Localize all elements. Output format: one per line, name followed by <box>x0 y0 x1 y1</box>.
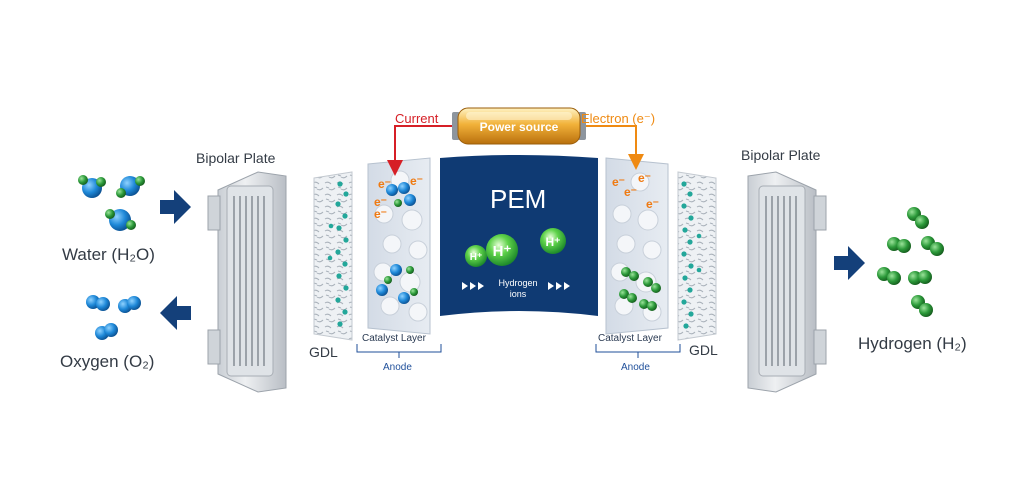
svg-text:e⁻: e⁻ <box>612 175 625 189</box>
right-electrons: e⁻ e⁻ e⁻ e⁻ <box>612 171 659 211</box>
hydrogen-label: Hydrogen (H₂) <box>858 334 967 353</box>
left-electrons: e⁻ e⁻ e⁻ e⁻ <box>374 174 423 221</box>
current-label: Current <box>395 111 439 126</box>
arrow-in-right <box>160 190 191 224</box>
electron-wire <box>578 125 644 170</box>
catalyst-water-molecules <box>376 182 418 304</box>
hydrogen-ions-label: Hydrogen ions <box>490 278 546 300</box>
svg-text:e⁻: e⁻ <box>638 171 651 185</box>
electron-label: Electron (e⁻) <box>581 111 656 126</box>
pem-membrane <box>440 155 598 316</box>
left-bipolar-plate-label: Bipolar Plate <box>196 150 276 166</box>
hydrogen-ions-line2: ions <box>509 289 527 299</box>
power-source-label: Power source <box>480 120 559 134</box>
left-catalyst-bracket <box>356 344 442 353</box>
svg-text:e⁻: e⁻ <box>374 207 387 221</box>
power-source-battery: Power source <box>452 107 586 145</box>
water-label: Water (H₂O) <box>62 245 155 264</box>
left-bipolar-plate <box>207 171 287 393</box>
water-molecules <box>78 175 145 231</box>
right-catalyst-bracket <box>595 344 681 353</box>
left-anode-label: Anode <box>383 362 412 373</box>
right-bipolar-plate <box>747 171 827 393</box>
right-bipolar-plate-label: Bipolar Plate <box>741 147 821 163</box>
left-gdl <box>313 171 353 341</box>
current-wire <box>387 125 458 176</box>
svg-text:e⁻: e⁻ <box>374 195 387 209</box>
ion-symbol-2: H⁺ <box>493 243 512 260</box>
ion-symbol-1: H⁺ <box>470 252 483 263</box>
right-gdl-label: GDL <box>689 342 718 358</box>
hydrogen-ion-symbols <box>465 228 566 267</box>
left-catalyst-layer <box>367 157 431 335</box>
svg-text:e⁻: e⁻ <box>646 197 659 211</box>
oxygen-label: Oxygen (O₂) <box>60 352 155 371</box>
pem-title: PEM <box>490 184 547 214</box>
arrow-out-right <box>834 246 865 280</box>
right-anode-label: Anode <box>621 362 650 373</box>
catalyst-hydrogen-molecules <box>619 267 661 311</box>
hydrogen-molecules <box>877 207 944 317</box>
right-catalyst-layer <box>605 157 669 335</box>
left-catalyst-label: Catalyst Layer <box>362 333 426 344</box>
right-gdl <box>677 171 717 341</box>
svg-text:e⁻: e⁻ <box>410 174 423 188</box>
svg-text:e⁻: e⁻ <box>378 177 391 191</box>
ion-symbol-3: H⁺ <box>546 235 561 249</box>
hydrogen-ions-line1: Hydrogen <box>498 278 538 288</box>
ion-flow-arrows <box>462 282 570 290</box>
left-gdl-label: GDL <box>309 344 338 360</box>
arrow-out-left <box>160 296 191 330</box>
svg-text:e⁻: e⁻ <box>624 185 637 199</box>
oxygen-molecules <box>86 295 141 340</box>
right-catalyst-label: Catalyst Layer <box>598 333 662 344</box>
